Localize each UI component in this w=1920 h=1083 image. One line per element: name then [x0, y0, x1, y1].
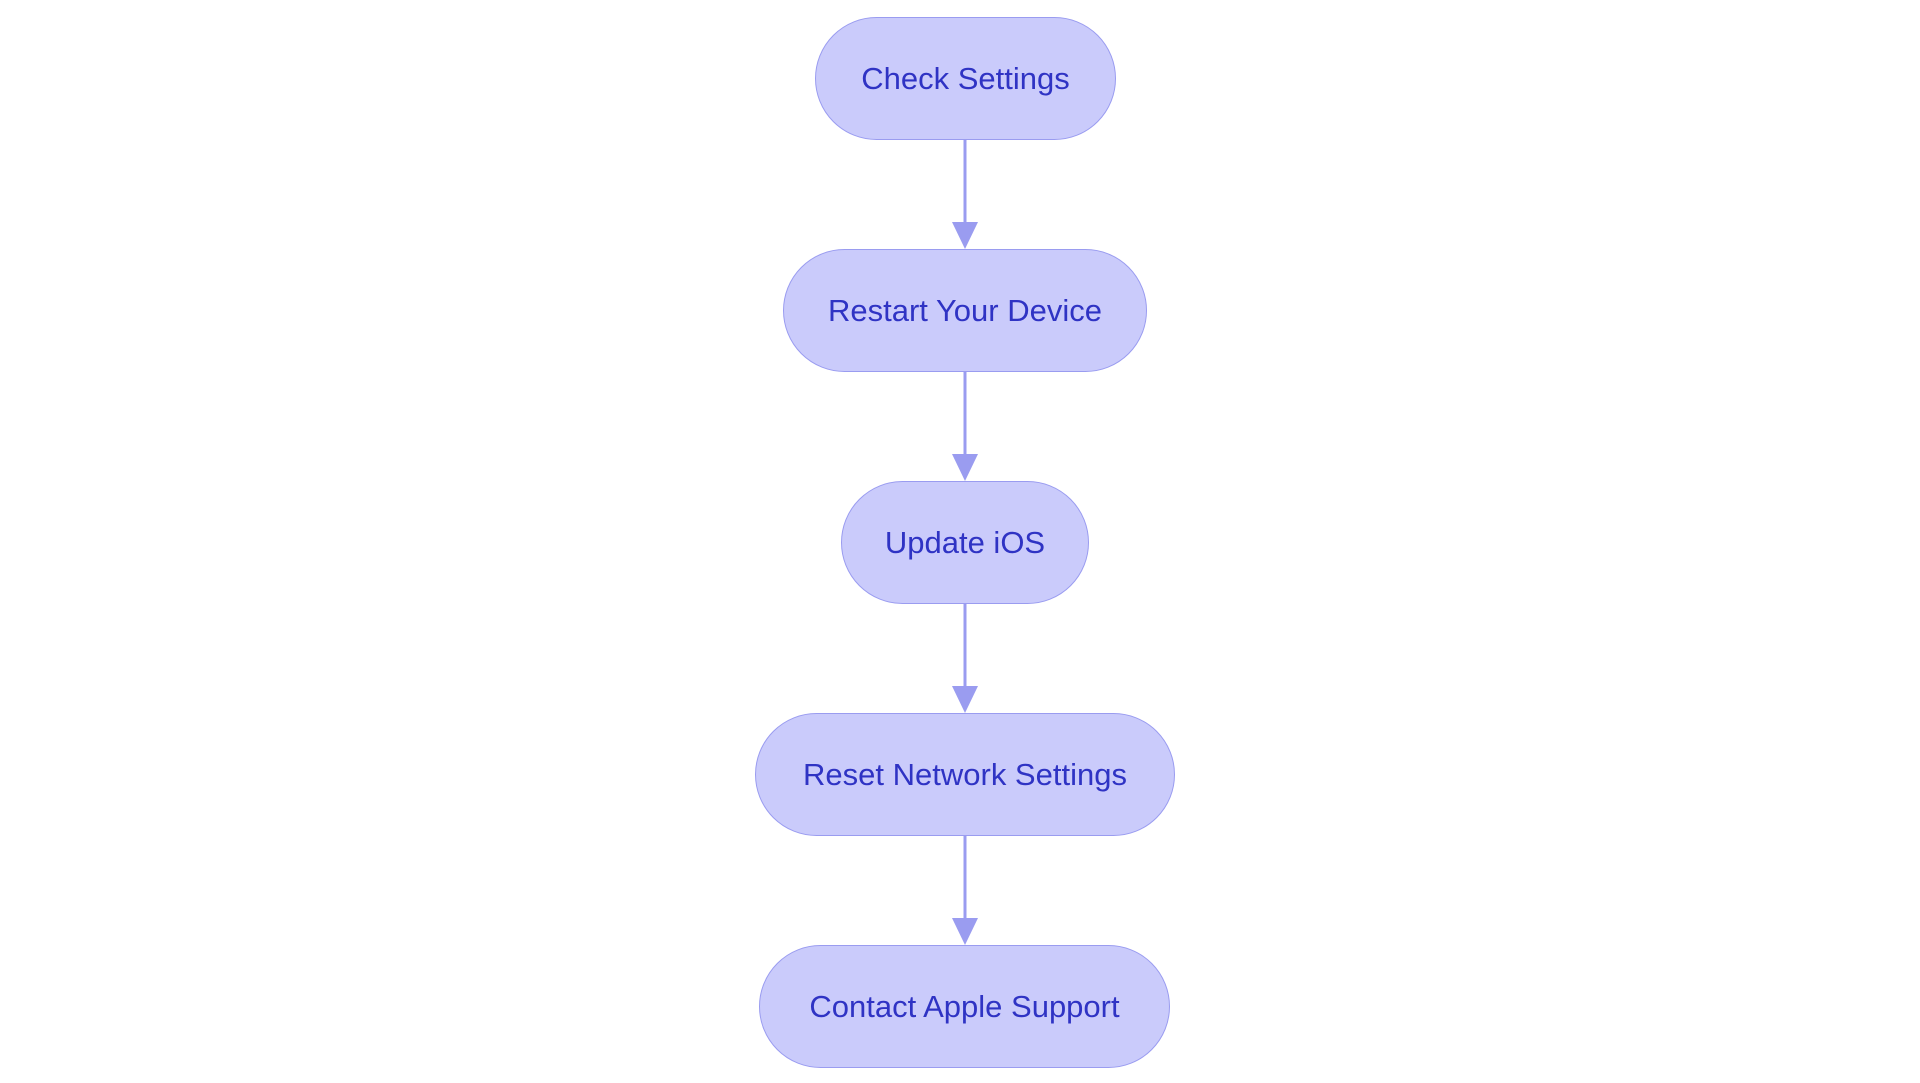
node-label: Update iOS — [884, 524, 1046, 560]
edge-restart-device-to-update-ios — [952, 372, 978, 481]
node-check-settings: Check Settings — [815, 17, 1116, 140]
edge-update-ios-to-reset-network — [952, 604, 978, 713]
node-restart-your-device: Restart Your Device — [783, 249, 1147, 372]
edge-check-settings-to-restart-device — [952, 140, 978, 249]
node-label: Restart Your Device — [828, 292, 1102, 328]
node-contact-apple-support: Contact Apple Support — [759, 945, 1170, 1068]
node-label: Reset Network Settings — [803, 756, 1127, 792]
node-label: Contact Apple Support — [809, 988, 1120, 1024]
node-label: Check Settings — [861, 60, 1070, 96]
edge-reset-network-to-contact-support — [952, 836, 978, 945]
node-reset-network-settings: Reset Network Settings — [755, 713, 1175, 836]
node-update-ios: Update iOS — [841, 481, 1089, 604]
